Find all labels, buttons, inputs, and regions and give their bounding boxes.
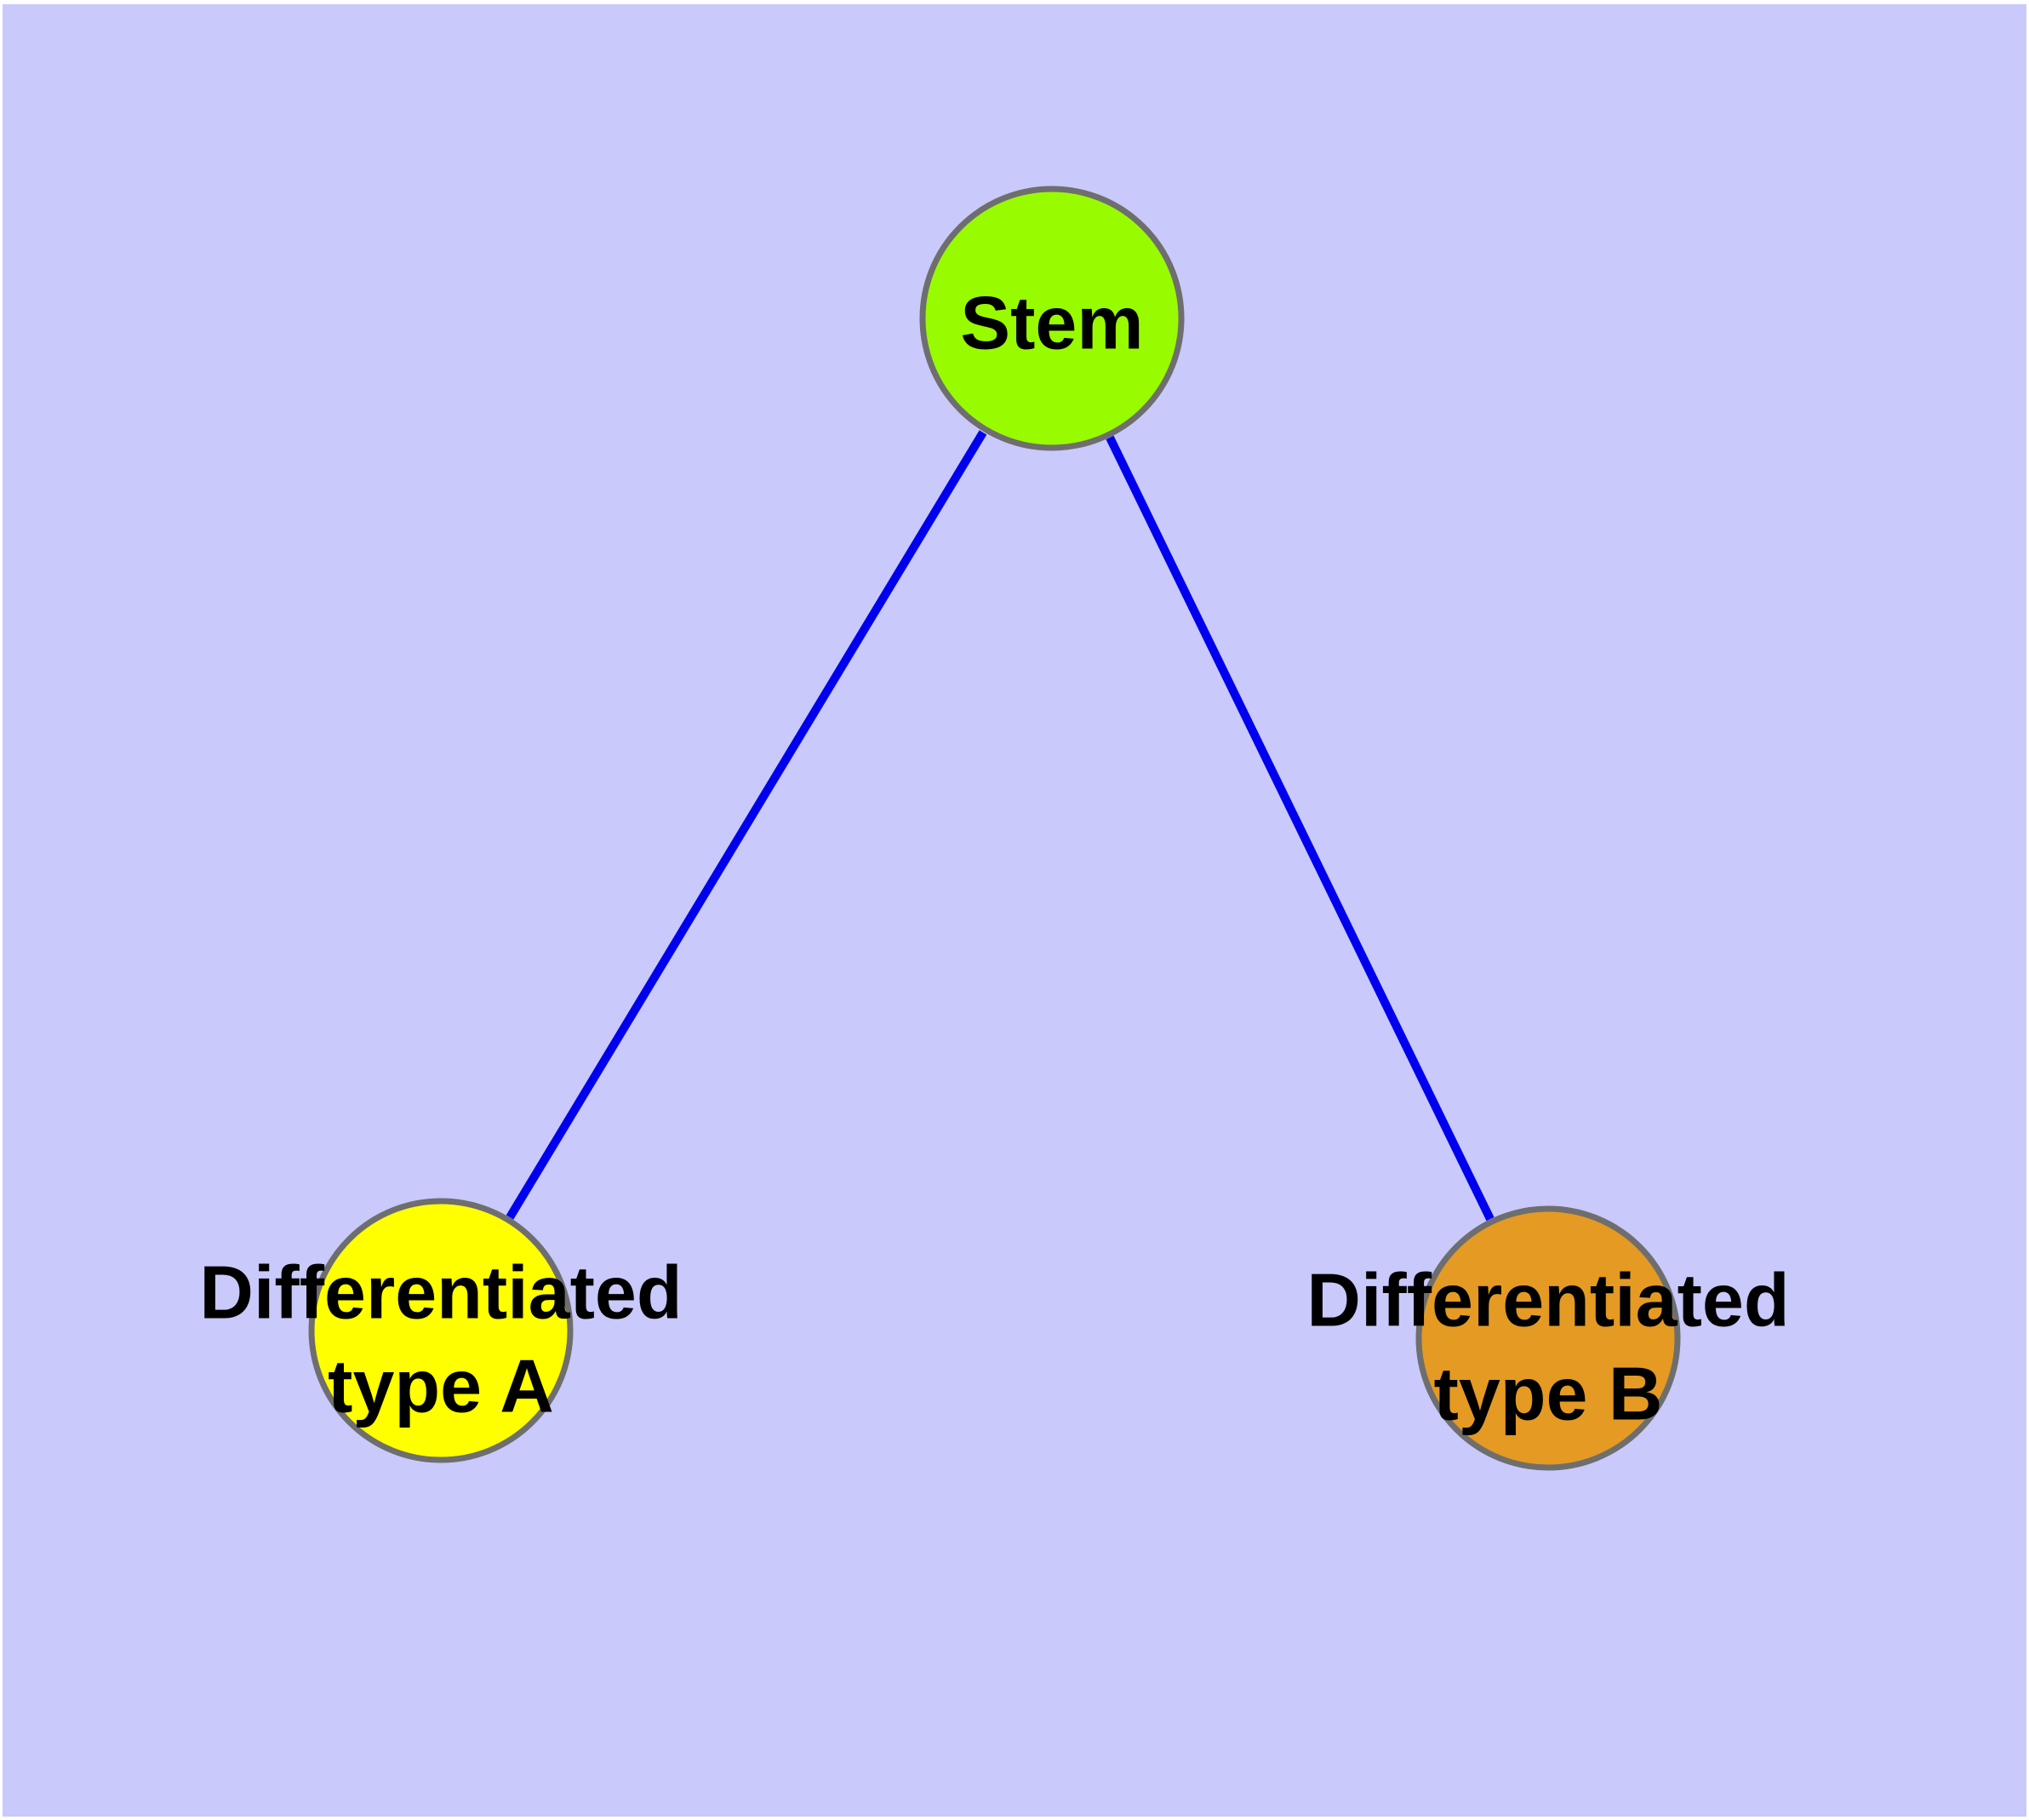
node-type-a-label-line1: Differentiated xyxy=(199,1251,682,1335)
edge-stem-to-type-a xyxy=(506,430,987,1220)
node-type-a-label-line2: type A xyxy=(328,1344,554,1428)
node-type-b-label-line2: type B xyxy=(1434,1352,1663,1436)
edge-stem-to-type-b xyxy=(1106,435,1495,1222)
node-stem-label: Stem xyxy=(960,281,1143,365)
node-differentiated-type-b xyxy=(1415,1205,1681,1471)
node-type-b-label-line1: Differentiated xyxy=(1306,1258,1789,1342)
node-stem xyxy=(919,186,1185,451)
node-differentiated-type-a xyxy=(308,1198,574,1463)
